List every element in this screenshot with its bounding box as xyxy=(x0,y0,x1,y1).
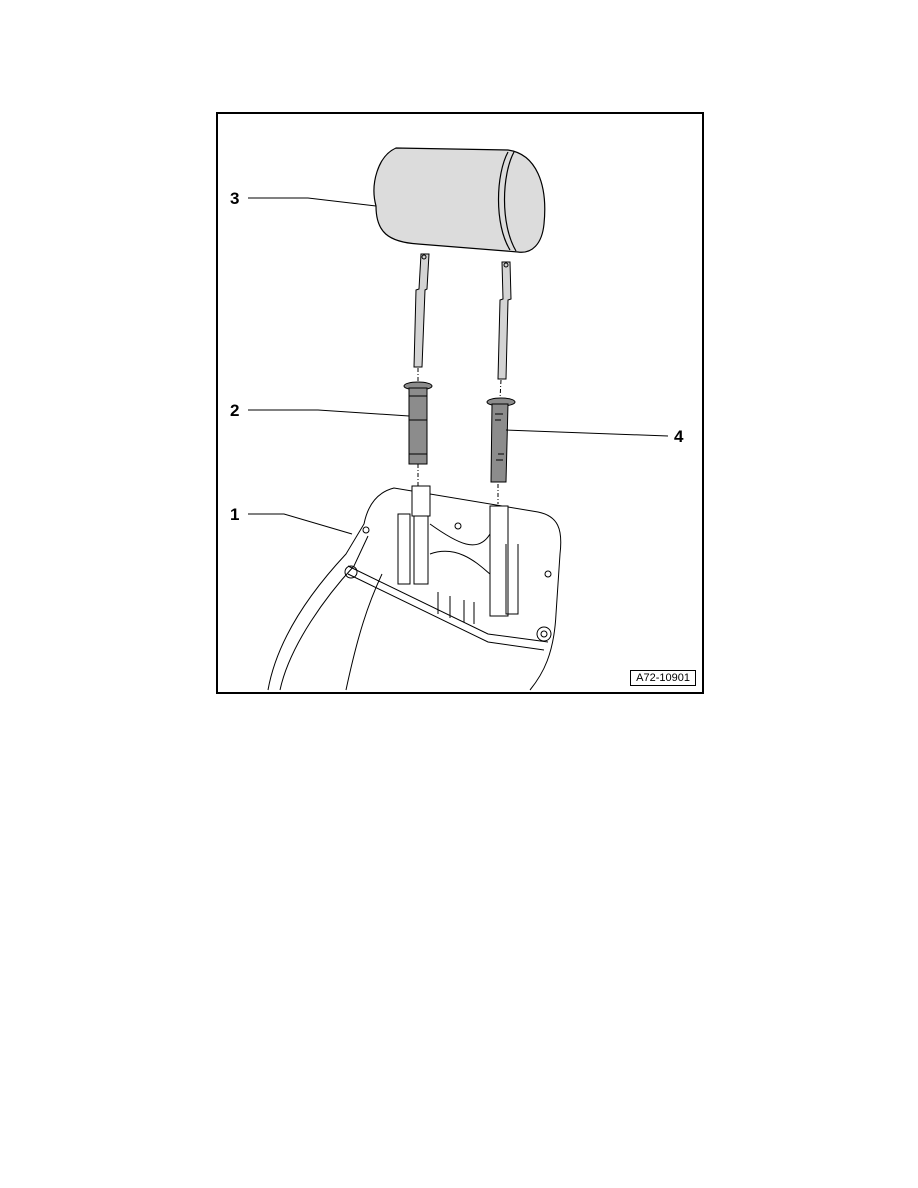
leader-lines xyxy=(248,197,669,535)
headrest-rods xyxy=(413,253,512,380)
headrest xyxy=(373,147,546,253)
guide-sleeve-right xyxy=(486,397,516,483)
backrest-frame xyxy=(267,485,562,691)
callout-2: 2 xyxy=(230,401,240,420)
figure-frame: 3 2 4 1 A72-10901 xyxy=(216,112,704,694)
figure-id-label: A72-10901 xyxy=(630,670,696,686)
callout-4: 4 xyxy=(674,427,684,446)
callout-3: 3 xyxy=(230,189,240,208)
alignment-lines xyxy=(417,368,502,504)
headrest-assembly-illustration xyxy=(248,147,669,691)
callout-1: 1 xyxy=(230,505,240,524)
guide-sleeve-left xyxy=(403,381,433,465)
